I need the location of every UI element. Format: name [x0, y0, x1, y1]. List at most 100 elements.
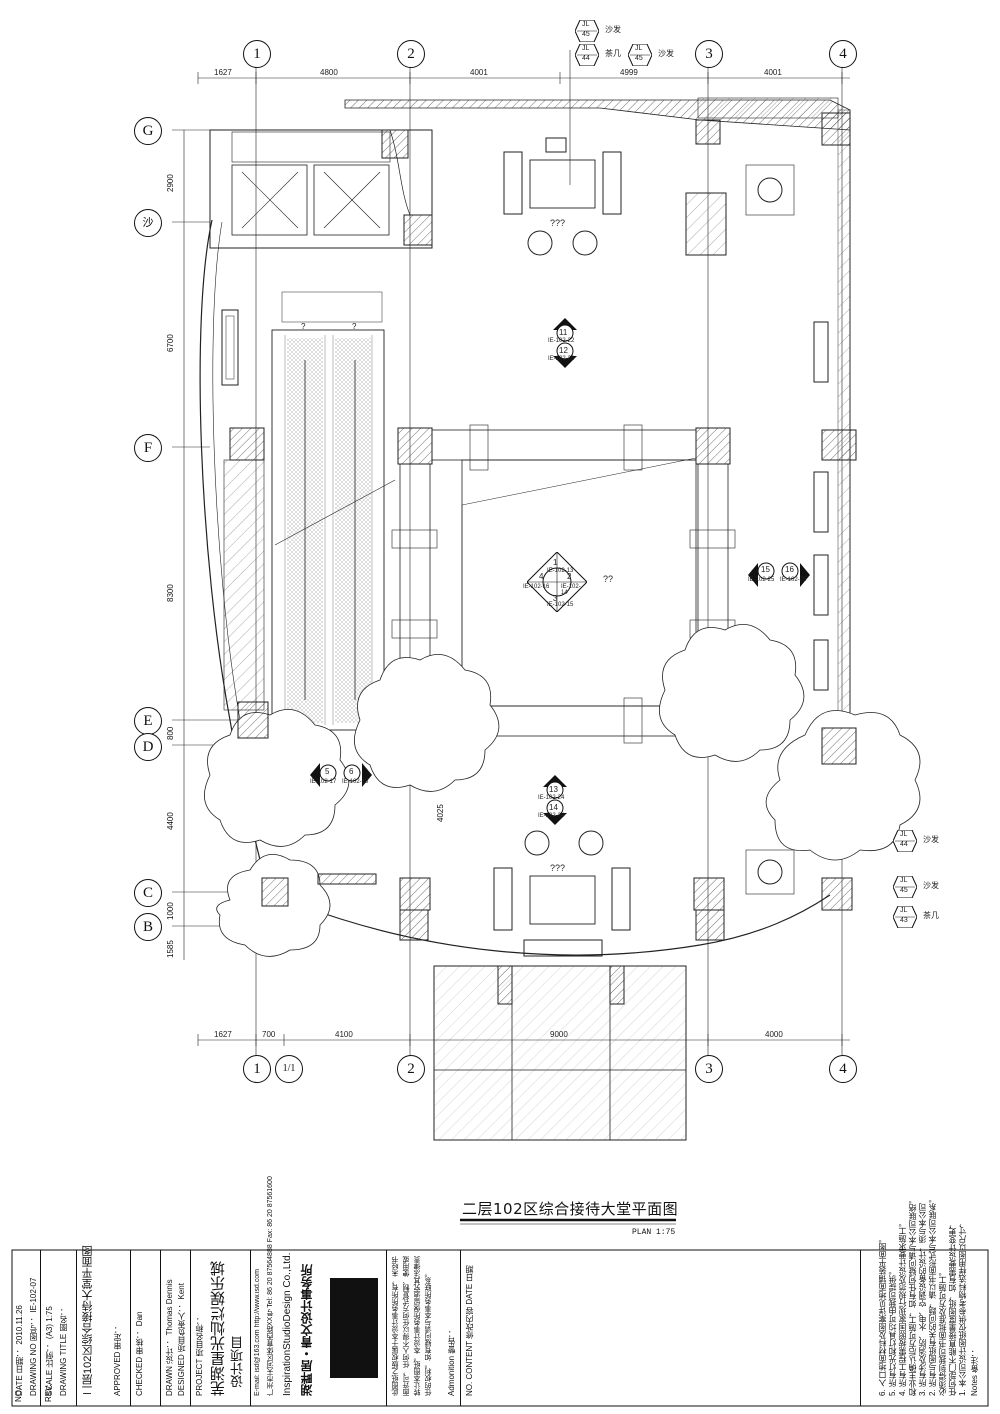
callout-11-num: 11: [559, 328, 568, 337]
tb-project-label: PROJECT 项目名称：: [195, 1316, 204, 1396]
dim-bottom-3: 9000: [550, 1030, 568, 1039]
jl-tag-5-num: 43: [900, 917, 908, 924]
jl-tag-1-num: 44: [582, 55, 590, 62]
tb-divider-3: [130, 1250, 131, 1406]
callout-5-6: 5 IE-102-17 6 IE-102-18: [310, 755, 372, 795]
callout-2-ref: IE-102-14: [561, 584, 581, 596]
grid-bubble-G: G: [134, 117, 162, 145]
dim-bottom-1: 700: [262, 1030, 276, 1039]
dim-bottom-0: 1627: [214, 1030, 232, 1039]
tb-rev-no: NO.: [14, 1378, 23, 1402]
callout-1-ref: IE-102-13: [547, 568, 574, 574]
grid-bubble-2-bottom: 2: [397, 1055, 425, 1083]
grid-bubble-E: E: [134, 707, 162, 735]
callout-12-num: 12: [559, 346, 568, 355]
dim-left-0: 2900: [166, 174, 175, 192]
dim-top-0: 1627: [214, 68, 232, 77]
dim-bottom-4: 4000: [765, 1030, 783, 1039]
jl-tag-3-num: 44: [900, 841, 908, 848]
callout-1-num: 1: [553, 558, 558, 567]
jl-tag-2-label: 沙发: [658, 49, 674, 58]
tb-rev-value: NO.: [14, 1387, 23, 1402]
tb-rev: REV.: [44, 1378, 53, 1402]
tb-firm-en: InspirationStudioDesign Co.,Ltd.: [282, 1252, 293, 1396]
callout-16-ref: IE-102-25: [780, 577, 807, 583]
grid-bubble-4-top: 4: [829, 40, 857, 68]
callout-12-ref: IE-102-23: [548, 356, 575, 362]
callout-13-ref: IE-102-24: [538, 795, 565, 801]
tb-designer: DESIGNED 项目负责人： Kent: [176, 1256, 187, 1396]
tb-note-5: 和业主确认后方可施工，如有任何疑问请与本公司联络。: [908, 1196, 917, 1396]
grid-bubble-sha: 沙: [134, 209, 162, 237]
tb-drawing-no: DRAWING NO 图号： IE-102-07: [28, 1256, 39, 1396]
jl-tag-4-code: JL: [900, 877, 908, 884]
tb-firm-addr: 广州市天河区体育西路XX号 Tel: 86 20 87564888 Fax: 8…: [267, 1176, 274, 1396]
jl-tag-0-code: JL: [582, 21, 590, 28]
jl-tag-4: JL 45 沙发: [893, 876, 953, 898]
grid-bubble-D: D: [134, 733, 162, 761]
callout-15-16: 15 IE-102-25 16 IE-102-25: [748, 555, 810, 595]
jl-tag-4-label: 沙发: [923, 881, 939, 890]
callout-1-4: 1 2 3 4 IE-102-13 IE-102-14 IE-102-15 IE…: [523, 552, 587, 612]
tb-divider-9: [860, 1250, 861, 1406]
drawing-title: 二层102区综合接待大堂平面图: [462, 1200, 679, 1218]
callout-5-num: 5: [325, 767, 330, 776]
tb-checked: CHECKED 审核： Dan: [134, 1256, 145, 1396]
dim-left-1: 6700: [166, 334, 175, 352]
tb-notes-heading: Notes 备注：: [970, 1348, 979, 1396]
tb-drawn-label: DRAWN 设计：: [165, 1339, 174, 1396]
tb-divider-2: [76, 1250, 77, 1406]
tb-designer-label: DESIGNED 项目负责人：: [177, 1303, 186, 1396]
tb-drawing-title: 二层102区综合接待大堂平面图: [82, 1245, 94, 1396]
tb-drawn-value: Thomas Dennis: [165, 1279, 174, 1336]
tb-scale-value: (A3) 1:75: [45, 1306, 54, 1340]
dim-left-6: 1585: [166, 940, 175, 958]
drawing-scale-caption: PLAN 1:75: [632, 1228, 676, 1237]
tb-note-3: 2. 所有与图纸有关的问题，请以书面形式与本公司联系。: [928, 1195, 937, 1396]
tb-divider-8: [460, 1250, 461, 1406]
tb-divider-5: [190, 1250, 191, 1406]
callout-14-ref: IE-102-24: [538, 813, 565, 819]
tb-firm-cn: 湖畔居・青文设计事务所: [300, 1264, 314, 1396]
grid-bubble-1-top: 1: [243, 40, 271, 68]
grid-bubble-3-top: 3: [695, 40, 723, 68]
tb-approved-label: APPROVED 审定：: [113, 1325, 122, 1396]
tb-note-4: 3. 所有涉及消防、水电、空调设备的设计，须与本公司: [918, 1203, 927, 1396]
tb-drawing-title-label: DRAWING TITLE 图名：: [59, 1307, 68, 1396]
jl-tag-5-code: JL: [900, 907, 908, 914]
dimension-top: [183, 72, 850, 1046]
callout-4-ref: IE-102-16: [523, 584, 550, 590]
note-escalator-2: ?: [352, 322, 357, 331]
dim-left-3: 800: [166, 726, 175, 740]
jl-tag-2-num: 45: [635, 55, 643, 62]
dim-top-3: 4999: [620, 68, 638, 77]
jl-tag-2-code: JL: [635, 45, 643, 52]
jl-tag-3-code: JL: [900, 831, 908, 838]
jl-tag-1-code: JL: [582, 45, 590, 52]
tb-note-2: 必须得到我司书面批准及方可施工。: [938, 1268, 947, 1396]
tb-rev-label: REV.: [44, 1384, 53, 1402]
dim-inner: 4025: [436, 804, 445, 822]
tb-notes: Notes 备注： 1. 本公司设计图纸仅供参考物料选样用图以尺寸， 任何部门不…: [866, 1195, 982, 1400]
callout-3-ref: IE-102-15: [547, 602, 574, 608]
callout-3-num: 3: [553, 594, 558, 603]
grid-bubble-B: B: [134, 913, 162, 941]
tb-note-6: 4. 所有工程需按照国家现行规范及设计要求施工。: [898, 1219, 907, 1396]
callout-13-num: 13: [549, 785, 558, 794]
dim-top-1: 4800: [320, 68, 338, 77]
tb-note-1: 任何部门不能直接量度图纸，如有需要设计变更，: [948, 1220, 957, 1396]
callout-14-num: 14: [549, 803, 558, 812]
tb-divider-4: [160, 1250, 161, 1406]
tb-divider-1: [40, 1250, 41, 1406]
tb-drawn: DRAWN 设计： Thomas Dennis: [164, 1256, 175, 1396]
grid-bubble-2-top: 2: [397, 40, 425, 68]
tb-divider-7: [386, 1250, 387, 1406]
callout-13-14: 13 IE-102-24 14 IE-102-24: [535, 775, 575, 825]
tb-note-8: 6. 入口地面材料及图案详见地面铺装平面图。: [878, 1235, 887, 1396]
jl-tag-0-label: 沙发: [605, 25, 621, 34]
tb-revision-heading: NO. CONTENT 修改内容 DATE 日期: [465, 1265, 474, 1396]
dim-bottom-2: 4100: [335, 1030, 353, 1039]
tb-date-value: 2010.11.26: [15, 1305, 24, 1345]
callout-11-12: 11 IE-102-22 12 IE-102-23: [545, 318, 585, 368]
